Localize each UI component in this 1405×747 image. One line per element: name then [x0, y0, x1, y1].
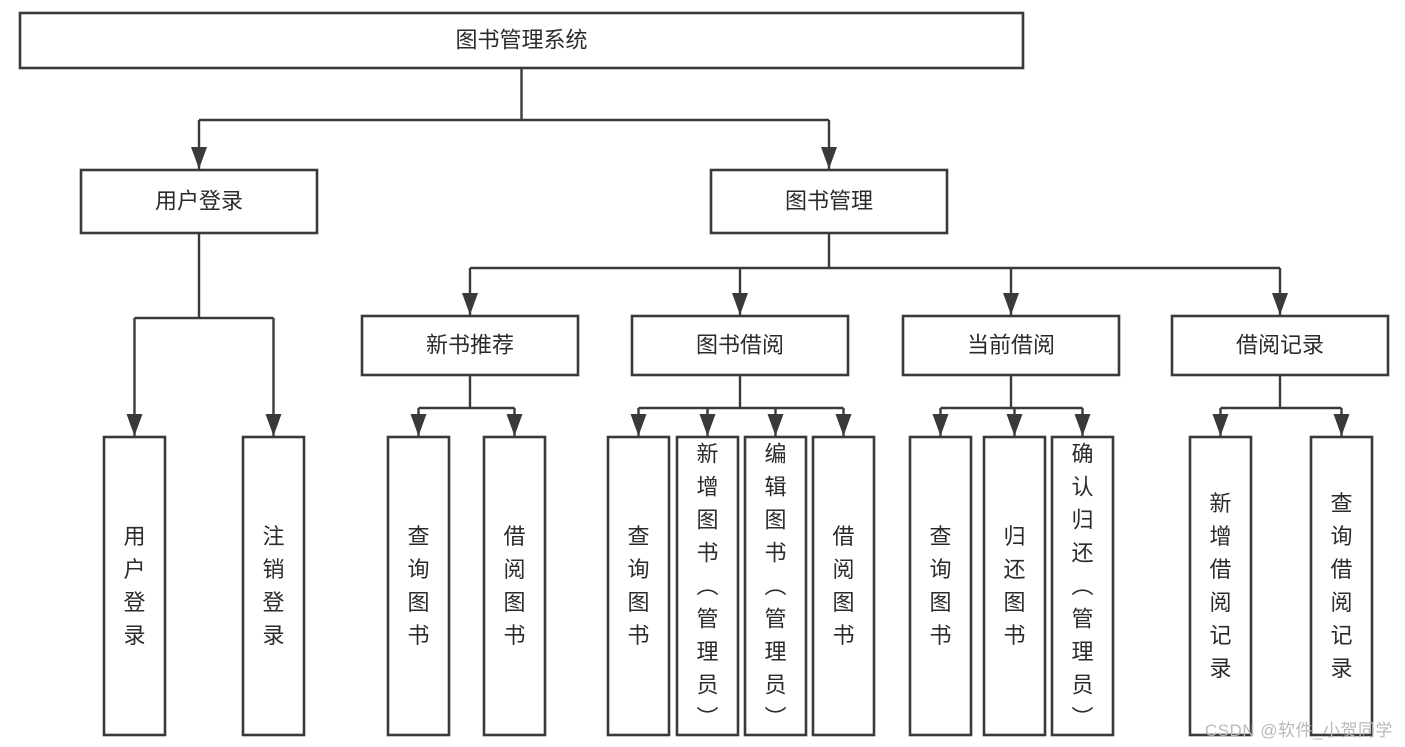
node-borrow-record[interactable]: 借阅记录 — [1170, 314, 1390, 377]
node-label: 注销登录 — [262, 524, 284, 648]
node-leaf-rec-query[interactable]: 查询图书 — [386, 435, 451, 737]
arrowhead-icon — [835, 414, 852, 436]
node-layer: 图书管理系统用户登录图书管理新书推荐图书借阅当前借阅借阅记录用户登录注销登录查询… — [18, 11, 1390, 737]
node-label: 图书管理 — [785, 188, 873, 213]
node-label: 用户登录 — [123, 524, 145, 648]
node-leaf-bb-query[interactable]: 查询图书 — [606, 435, 671, 737]
arrowhead-icon — [699, 414, 716, 436]
node-label: 借阅图书 — [503, 524, 525, 648]
arrowhead-icon — [767, 414, 784, 436]
node-leaf-logout[interactable]: 注销登录 — [241, 435, 306, 737]
node-leaf-bb-edit[interactable]: 编辑图书︵管理员︶ — [743, 435, 808, 737]
node-label: 归还图书 — [1003, 524, 1025, 648]
arrowhead-icon — [265, 414, 282, 436]
arrowhead-icon — [1212, 414, 1229, 436]
node-leaf-br-query[interactable]: 查询借阅记录 — [1309, 435, 1374, 737]
arrowhead-icon — [1074, 414, 1091, 436]
node-label: 查询图书 — [627, 524, 649, 648]
node-label: 图书管理系统 — [455, 27, 587, 52]
node-label: 编辑图书︵管理员︶ — [764, 442, 786, 731]
arrowhead-icon — [506, 414, 523, 436]
node-leaf-cb-return[interactable]: 归还图书 — [982, 435, 1047, 737]
node-leaf-cb-confirm[interactable]: 确认归还︵管理员︶ — [1050, 435, 1115, 737]
node-root-图书管理系统[interactable]: 图书管理系统 — [18, 11, 1025, 70]
node-leaf-br-add[interactable]: 新增借阅记录 — [1188, 435, 1253, 737]
arrowhead-icon — [462, 293, 478, 315]
arrowhead-icon — [630, 414, 647, 436]
arrowhead-icon — [1272, 293, 1288, 315]
node-label: 新书推荐 — [426, 332, 514, 357]
node-label: 查询图书 — [407, 524, 429, 648]
node-label: 图书借阅 — [696, 332, 784, 357]
node-label: 借阅图书 — [832, 524, 854, 648]
arrowhead-icon — [126, 414, 143, 436]
node-leaf-bb-borrow[interactable]: 借阅图书 — [811, 435, 876, 737]
arrowhead-icon — [932, 414, 949, 436]
node-label: 借阅记录 — [1236, 332, 1324, 357]
node-book-manage[interactable]: 图书管理 — [709, 168, 949, 235]
node-leaf-rec-borrow[interactable]: 借阅图书 — [482, 435, 547, 737]
node-label: 当前借阅 — [967, 332, 1055, 357]
node-leaf-user-login[interactable]: 用户登录 — [102, 435, 167, 737]
arrowhead-icon — [1003, 293, 1019, 315]
node-label: 确认归还︵管理员︶ — [1071, 442, 1093, 731]
arrowhead-icon — [410, 414, 427, 436]
node-label: 新增图书︵管理员︶ — [696, 442, 718, 731]
node-leaf-cb-query[interactable]: 查询图书 — [908, 435, 973, 737]
node-current-borrow[interactable]: 当前借阅 — [901, 314, 1121, 377]
arrowhead-icon — [1333, 414, 1350, 436]
node-leaf-bb-add[interactable]: 新增图书︵管理员︶ — [675, 435, 740, 737]
arrowhead-icon — [732, 293, 748, 315]
connector-layer — [126, 68, 1350, 436]
arrowhead-icon — [1006, 414, 1023, 436]
node-label: 查询借阅记录 — [1330, 491, 1352, 681]
node-new-book-rec[interactable]: 新书推荐 — [360, 314, 580, 377]
arrowhead-icon — [191, 147, 207, 169]
arrowhead-icon — [821, 147, 837, 169]
node-book-borrow[interactable]: 图书借阅 — [630, 314, 850, 377]
node-user-login[interactable]: 用户登录 — [79, 168, 319, 235]
node-label: 查询图书 — [929, 524, 951, 648]
node-label: 新增借阅记录 — [1209, 491, 1231, 681]
watermark-text: CSDN @软件_小贺同学 — [1204, 721, 1393, 740]
node-label: 用户登录 — [155, 188, 243, 213]
